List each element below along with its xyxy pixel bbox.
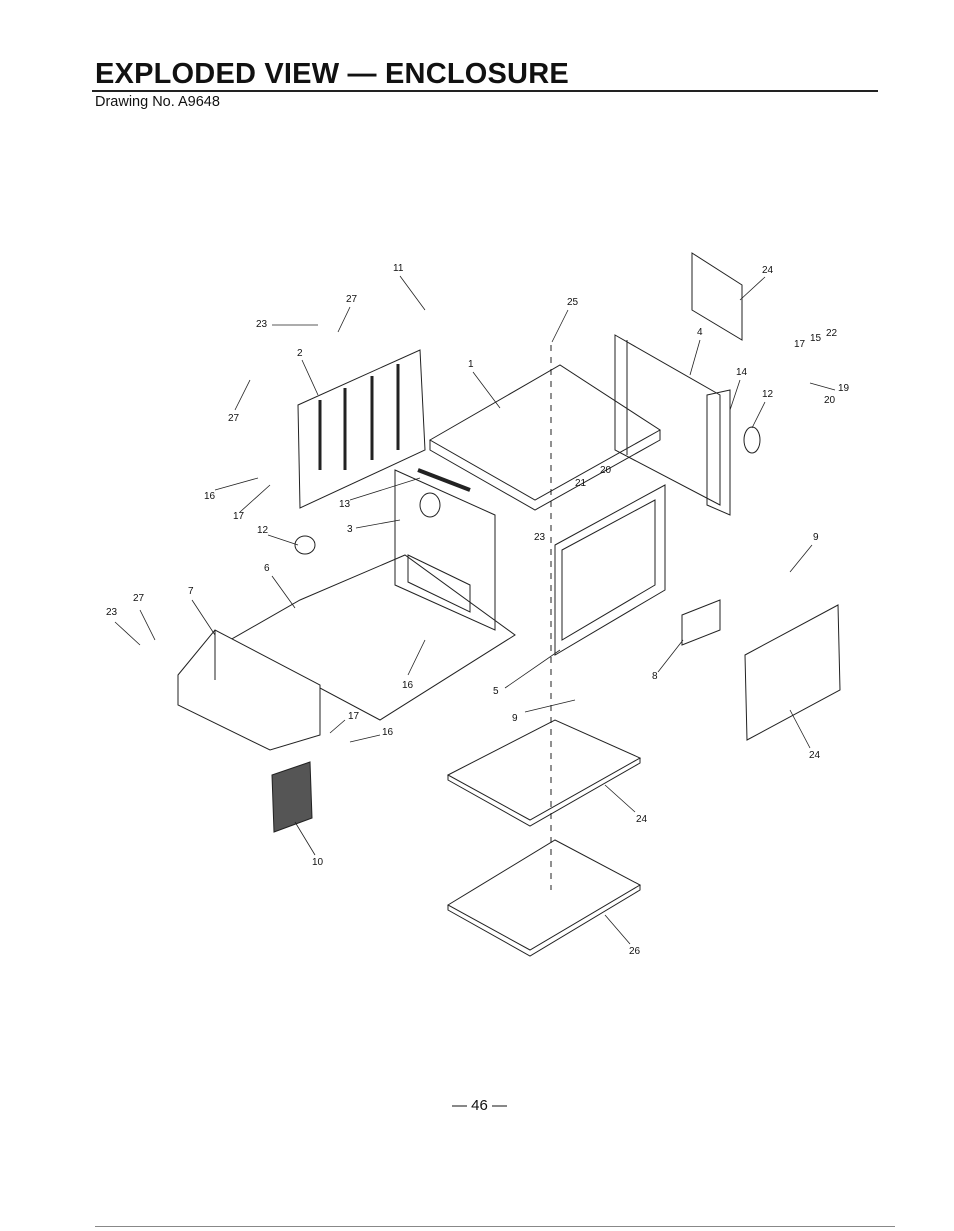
drawing-number: Drawing No. A9648 <box>95 94 220 110</box>
callout-label: 16 <box>204 491 216 502</box>
plate-26-base <box>447 839 642 957</box>
center-panel <box>394 469 496 631</box>
callout-label: 2 <box>297 348 303 359</box>
callout-label: 24 <box>636 814 648 825</box>
callout-label: 17 <box>233 511 245 522</box>
callout-label: 3 <box>347 524 353 535</box>
callout-label: 12 <box>257 525 269 536</box>
page-title: EXPLODED VIEW — ENCLOSURE <box>95 58 569 90</box>
plate-24-top <box>691 252 743 341</box>
bottom-rule <box>95 1226 895 1227</box>
callout-label: 27 <box>228 413 240 424</box>
louvered-panel <box>297 349 426 509</box>
plate-24-bottom <box>446 719 642 827</box>
front-box <box>177 629 321 751</box>
callout-label: 20 <box>824 395 836 406</box>
callout-label: 10 <box>312 857 324 868</box>
rod-13 <box>417 468 471 492</box>
callout-label: 7 <box>188 586 194 597</box>
callout-label: 25 <box>567 297 579 308</box>
callout-label: 20 <box>600 465 612 476</box>
callout-label: 4 <box>697 327 703 338</box>
rear-panel <box>614 334 721 506</box>
page-number: — 46 — <box>452 1097 508 1114</box>
strip-14 <box>706 389 731 516</box>
plate-24-right <box>744 604 841 741</box>
callout-label: 6 <box>264 563 270 574</box>
base-tray <box>228 554 516 721</box>
callout-label: 5 <box>493 686 499 697</box>
callout-label: 15 <box>810 333 822 344</box>
callout-label: 8 <box>652 671 658 682</box>
callout-label: 9 <box>813 532 819 543</box>
callout-label: 17 <box>348 711 360 722</box>
filter-10 <box>271 761 313 833</box>
callout-label: 17 <box>794 339 806 350</box>
callout-label: 14 <box>736 367 748 378</box>
callout-label: 11 <box>393 263 404 274</box>
callout-label: 23 <box>256 319 268 330</box>
callout-label: 22 <box>826 328 838 339</box>
callout-label: 13 <box>339 499 351 510</box>
plate-8 <box>681 599 721 646</box>
callout-label: 24 <box>809 750 821 761</box>
top-cover <box>428 364 661 511</box>
bushing-left <box>294 535 316 555</box>
callout-label: 26 <box>629 946 641 957</box>
callout-label: 19 <box>838 383 850 394</box>
leader-lines <box>114 275 836 945</box>
front-door <box>554 484 666 656</box>
title-rule <box>92 90 878 92</box>
callout-label: 16 <box>402 680 414 691</box>
callout-label: 16 <box>382 727 394 738</box>
callout-label: 23 <box>534 532 546 543</box>
callout-label: 24 <box>762 265 774 276</box>
callout-label: 21 <box>575 478 587 489</box>
callout-label: 1 <box>468 359 474 370</box>
bushing-right <box>743 426 761 454</box>
callout-label: 27 <box>346 294 358 305</box>
callout-label: 27 <box>133 593 145 604</box>
callout-label: 12 <box>762 389 774 400</box>
callout-label: 23 <box>106 607 118 618</box>
callout-label: 9 <box>512 713 518 724</box>
